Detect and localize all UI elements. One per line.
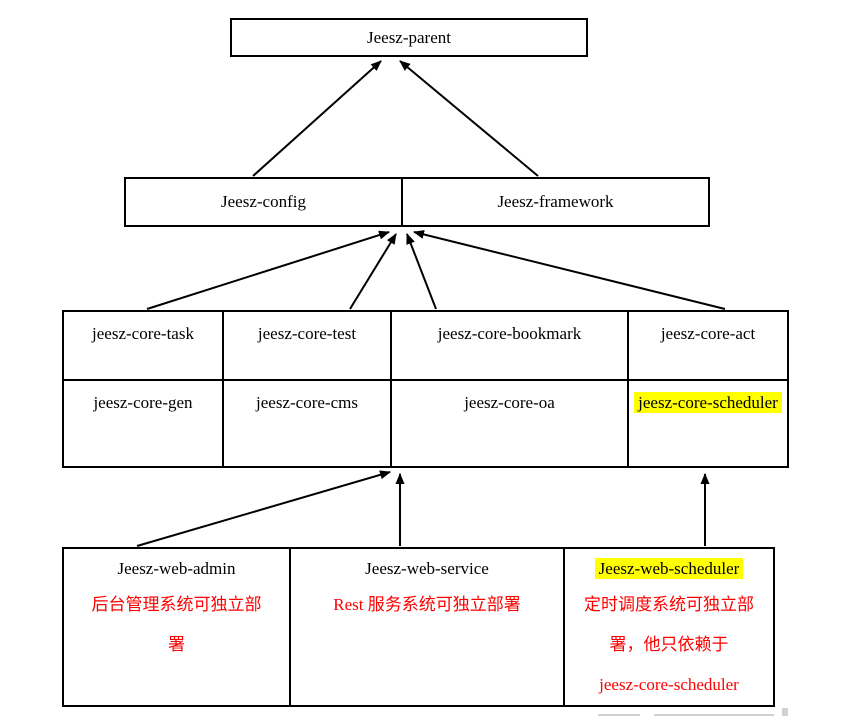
arrow-web-admin-to-core (136, 470, 391, 547)
node-label: jeesz-core-task (92, 324, 194, 343)
note-line: 署，他只依赖于 (609, 635, 729, 654)
arrow-core-task-to-config (146, 230, 390, 310)
node-jeesz-web-scheduler: Jeesz-web-scheduler 定时调度系统可独立部 署，他只依赖于 j… (565, 549, 773, 705)
node-jeesz-framework: Jeesz-framework (403, 179, 708, 225)
arrow-core-act-to-framework (413, 230, 726, 310)
node-label: jeesz-core-gen (93, 393, 193, 412)
node-label-highlighted: jeesz-core-scheduler (634, 392, 782, 413)
core-grid: jeesz-core-task jeesz-core-test jeesz-co… (62, 310, 789, 468)
node-note: 后台管理系统可独立部 署 (64, 585, 289, 665)
arrow-config-to-parent (252, 60, 382, 177)
note-line: 定时调度系统可独立部 (584, 595, 754, 614)
node-note: 定时调度系统可独立部 署，他只依赖于 jeesz-core-scheduler (565, 585, 773, 705)
node-jeesz-core-gen: jeesz-core-gen (64, 381, 224, 466)
node-note: Rest 服务系统可独立部署 (291, 585, 563, 625)
node-label: jeesz-core-oa (464, 393, 555, 412)
node-jeesz-core-test: jeesz-core-test (224, 312, 392, 381)
node-label: jeesz-core-act (660, 324, 756, 343)
node-jeesz-core-scheduler: jeesz-core-scheduler (629, 381, 787, 466)
node-label: Jeesz-framework (497, 192, 614, 211)
node-jeesz-core-task: jeesz-core-task (64, 312, 224, 381)
node-jeesz-parent: Jeesz-parent (230, 18, 588, 57)
node-jeesz-core-cms: jeesz-core-cms (224, 381, 392, 466)
node-title: Jeesz-web-service (365, 559, 489, 578)
note-line: 后台管理系统可独立部 (91, 595, 262, 614)
node-title: Jeesz-web-admin (117, 559, 236, 578)
node-title: Jeesz-web-scheduler (565, 558, 773, 580)
core-grid-row-2: jeesz-core-gen jeesz-core-cms jeesz-core… (64, 381, 787, 466)
node-label: jeesz-core-test (257, 324, 357, 343)
web-modules-row: Jeesz-web-admin 后台管理系统可独立部 署 Jeesz-web-s… (62, 547, 775, 707)
node-jeesz-web-service: Jeesz-web-service Rest 服务系统可独立部署 (291, 549, 565, 705)
arrow-core-test-to-config (349, 233, 397, 310)
watermark-artifact (598, 706, 788, 721)
node-label: jeesz-core-bookmark (437, 324, 582, 343)
node-title-highlighted: Jeesz-web-scheduler (594, 558, 744, 579)
arrow-framework-to-parent (399, 60, 539, 177)
node-label: Jeesz-parent (366, 27, 451, 47)
note-line: jeesz-core-scheduler (599, 675, 739, 694)
note-line: 署 (168, 635, 185, 654)
arrow-core-bookmark-to-framework (406, 233, 437, 310)
core-grid-row-1: jeesz-core-task jeesz-core-test jeesz-co… (64, 312, 787, 381)
node-label: jeesz-core-cms (256, 393, 358, 412)
node-label: Jeesz-config (221, 192, 306, 211)
note-line: Rest 服务系统可独立部署 (333, 595, 521, 614)
node-jeesz-web-admin: Jeesz-web-admin 后台管理系统可独立部 署 (64, 549, 291, 705)
node-jeesz-core-bookmark: jeesz-core-bookmark (392, 312, 629, 381)
node-jeesz-core-oa: jeesz-core-oa (392, 381, 629, 466)
level2-row: Jeesz-config Jeesz-framework (124, 177, 710, 227)
node-jeesz-config: Jeesz-config (126, 179, 403, 225)
node-jeesz-core-act: jeesz-core-act (629, 312, 787, 381)
